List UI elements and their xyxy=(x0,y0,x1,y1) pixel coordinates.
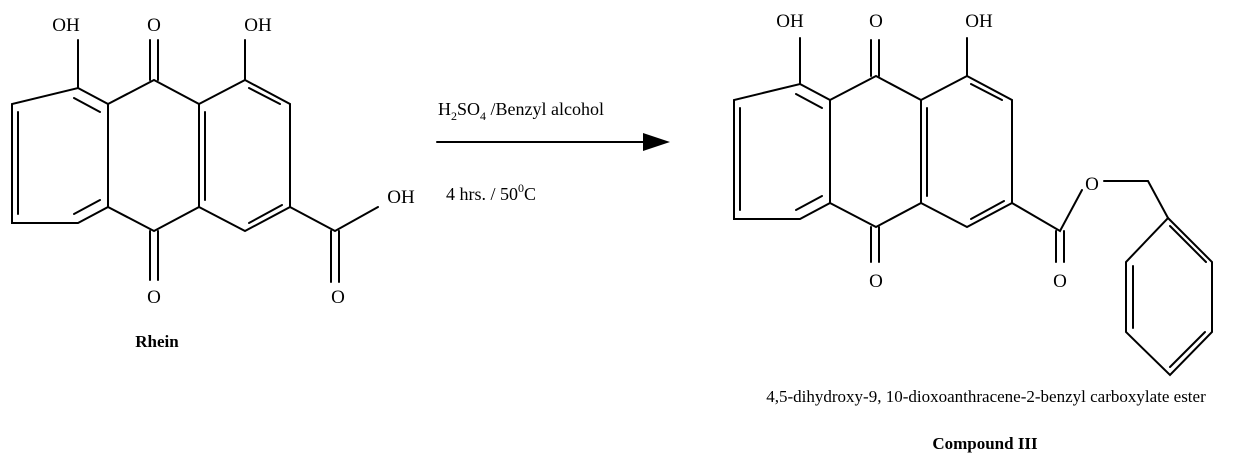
product-left-ring-double-bonds xyxy=(739,93,823,211)
product-carbonyl-bottom xyxy=(870,226,880,263)
product-iupac-name: 4,5-dihydroxy-9, 10-dioxoanthracene-2-be… xyxy=(766,387,1206,406)
rhein-right-ring xyxy=(198,78,291,233)
product-carbonyl-top xyxy=(870,39,880,77)
product-o-label-carbonyl: O xyxy=(1053,271,1067,292)
product-benzyl-ring xyxy=(1125,216,1213,377)
product-oh-label-right: OH xyxy=(965,11,993,32)
product-o-label-ester: O xyxy=(1085,174,1099,195)
product-oh-label-left: OH xyxy=(776,11,804,32)
rhein-o-label-top: O xyxy=(147,15,161,36)
reaction-conditions: 4 hrs. / 500C xyxy=(446,181,536,204)
rhein-oh-label-left: OH xyxy=(52,15,80,36)
reaction-arrow-group: H2SO4 /Benzyl alcohol 4 hrs. / 500C xyxy=(436,99,670,204)
product-right-ring-double-bonds xyxy=(970,83,1005,220)
reactant-name: Rhein xyxy=(135,332,179,351)
rhein-left-ring-double-bonds xyxy=(17,97,101,215)
rhein-o-label-acid: O xyxy=(331,287,345,308)
rhein-right-ring-double-bonds xyxy=(248,87,283,224)
rhein-oh-label-right: OH xyxy=(244,15,272,36)
rhein-oh-label-acid: OH xyxy=(387,187,415,208)
product-o-label-top: O xyxy=(869,11,883,32)
product-structure: OH O OH O O O 4,5-dihydroxy-9, 10-dioxoa… xyxy=(733,11,1213,453)
product-benzyl-double-bonds xyxy=(1132,225,1207,368)
product-central-ring xyxy=(829,74,922,229)
product-ester-bonds xyxy=(1011,180,1169,263)
rhein-o-label-bottom: O xyxy=(147,287,161,308)
product-label: Compound III xyxy=(932,434,1038,453)
rhein-structure: OH O OH OH O O Rhein xyxy=(11,15,415,351)
product-right-ring xyxy=(920,74,1013,229)
reaction-arrow-head-icon xyxy=(643,133,670,151)
product-o-label-bottom: O xyxy=(869,271,883,292)
rhein-central-ring xyxy=(107,78,200,233)
rhein-carbonyl-top xyxy=(149,39,159,81)
rhein-carbonyl-bottom xyxy=(149,230,159,281)
reagent-label: H2SO4 /Benzyl alcohol xyxy=(438,99,604,123)
rhein-acid-bonds xyxy=(289,206,379,283)
